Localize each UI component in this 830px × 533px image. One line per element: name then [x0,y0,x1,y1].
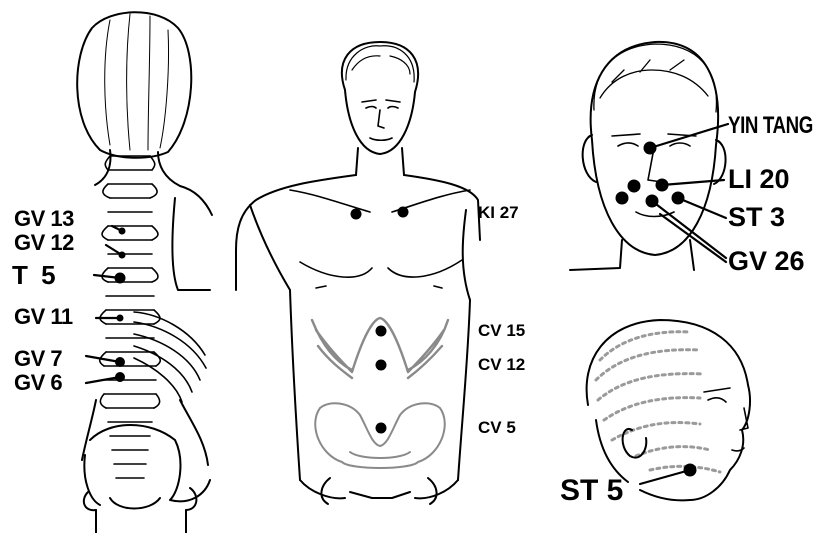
side-features [704,388,748,451]
dot-gv11 [117,315,124,322]
dot-gv12 [119,252,126,259]
dot-st5 [684,464,697,477]
label-st5: ST 5 [560,476,623,506]
side-hair-shading [596,332,720,472]
label-cv5: CV 5 [478,419,516,436]
dot-gv7 [115,357,125,367]
dot-gv13 [119,228,126,235]
back-arm [172,198,210,290]
dot-gv6 [115,372,125,382]
label-gv26: GV 26 [728,248,805,275]
pectorals [300,260,462,288]
front-shoulders [236,175,480,290]
torso-figure [236,42,480,504]
pointer-gv26b [660,214,726,262]
dot-cv12 [376,360,387,371]
dot-st3-left [616,192,629,205]
dot-yintang [644,142,657,155]
label-cv15: CV 15 [478,322,525,339]
label-gv12: GV 12 [14,232,74,254]
acupoint-dots [115,142,697,477]
hips [300,478,458,504]
pointer-gv7 [86,356,120,362]
back-pelvis [84,425,210,505]
front-hair [346,46,414,82]
face-figure [570,42,726,270]
label-st3: ST 3 [728,204,785,231]
back-legs [96,510,186,533]
clavicles [290,190,470,212]
label-gv11: GV 11 [14,306,73,328]
pointer-st5 [640,470,690,484]
pointer-gv26 [652,201,726,258]
face-ears [583,135,726,184]
label-gv6: GV 6 [14,372,62,394]
pelvis [315,403,444,468]
label-t5: T 5 [12,262,59,288]
face-hair [594,44,717,112]
back-hip-joints [84,488,197,510]
front-arms [250,205,470,300]
back-hair-lines [105,14,169,150]
face-neck [570,240,694,270]
label-li20: LI 20 [728,166,790,193]
label-ki27: KI 27 [478,204,519,221]
dot-t5 [115,273,126,284]
front-head [342,42,418,154]
dot-gv26 [646,195,659,208]
back-head [77,12,191,158]
dot-li20-left [628,180,641,193]
back-figure [77,12,212,533]
dot-cv5 [376,423,387,434]
label-gv7: GV 7 [14,348,62,370]
front-neck [356,148,404,175]
dot-ki27-right [398,207,409,218]
label-gv13: GV 13 [14,208,74,230]
dot-cv15 [376,326,387,337]
dot-ki27-left [351,209,362,220]
label-yintang: YIN TANG [728,114,813,138]
dot-li20-right [656,179,669,192]
ribs [134,312,206,402]
label-cv12: CV 12 [478,356,525,373]
front-face [362,100,400,140]
side-neck [596,420,628,482]
back-shoulder-right [180,186,212,215]
dot-st3-right [672,192,685,205]
